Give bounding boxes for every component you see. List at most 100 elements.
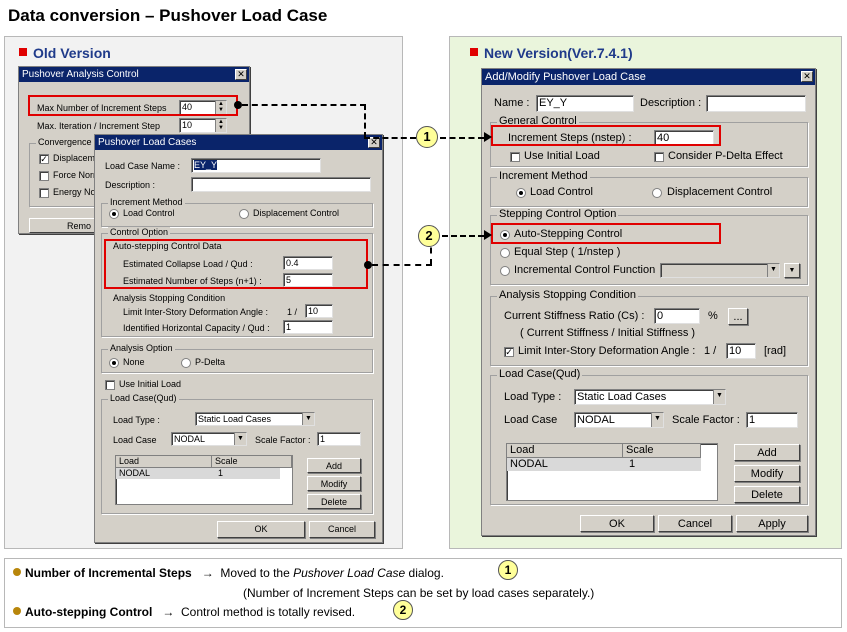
delete-button[interactable]: Delete bbox=[307, 494, 361, 509]
load-case-select[interactable]: NODAL▼ bbox=[574, 412, 664, 428]
incremental-function-radio[interactable] bbox=[500, 266, 510, 276]
chevron-down-icon[interactable]: ▼ bbox=[302, 413, 314, 425]
col-load-header[interactable]: Load bbox=[507, 444, 623, 458]
description-input[interactable] bbox=[191, 177, 371, 192]
limit-angle-input[interactable]: 10 bbox=[726, 343, 756, 359]
none-radio[interactable] bbox=[109, 358, 119, 368]
incremental-function-select[interactable]: ▼ bbox=[660, 263, 780, 278]
none-label: None bbox=[123, 357, 145, 367]
row-load: NODAL bbox=[510, 458, 548, 470]
collapse-load-label: Estimated Collapse Load / Qud : bbox=[123, 259, 253, 269]
stepping-control-label: Stepping Control Option bbox=[497, 208, 619, 220]
chevron-down-icon[interactable]: ▼ bbox=[767, 264, 779, 277]
name-input[interactable]: EY_Y bbox=[536, 95, 634, 112]
collapse-load-input[interactable]: 0.4 bbox=[283, 256, 333, 270]
horizontal-capacity-input[interactable]: 1 bbox=[283, 320, 333, 334]
auto-step-data-label: Auto-stepping Control Data bbox=[113, 241, 222, 251]
conv-item-1: Force Norr bbox=[53, 170, 97, 180]
bullet-icon bbox=[13, 568, 21, 576]
scale-factor-label: Scale Factor : bbox=[255, 435, 311, 445]
equal-step-radio[interactable] bbox=[500, 248, 510, 258]
load-type-label: Load Type : bbox=[504, 391, 562, 403]
max-iter-input[interactable]: 10▲▼ bbox=[179, 118, 227, 133]
chevron-down-icon[interactable]: ▼ bbox=[651, 413, 663, 427]
load-scale-table[interactable]: Load Scale NODAL 1 bbox=[115, 455, 293, 505]
max-iter-label: Max. Iteration / Increment Step bbox=[37, 121, 161, 131]
description-input[interactable] bbox=[706, 95, 806, 112]
table-row[interactable]: NODAL 1 bbox=[507, 458, 701, 471]
load-type-select[interactable]: Static Load Cases▼ bbox=[195, 412, 315, 426]
spinner-icon[interactable]: ▲▼ bbox=[215, 119, 226, 132]
dropdown-button[interactable]: ▼ bbox=[784, 263, 800, 278]
modify-button[interactable]: Modify bbox=[307, 476, 361, 491]
load-control-radio[interactable] bbox=[109, 209, 119, 219]
load-case-name-label: Load Case Name : bbox=[105, 161, 181, 171]
limit-angle-checkbox[interactable]: ✓ bbox=[504, 347, 514, 357]
cancel-button[interactable]: Cancel bbox=[658, 515, 732, 532]
add-button[interactable]: Add bbox=[734, 444, 800, 461]
displacement-control-radio[interactable] bbox=[239, 209, 249, 219]
stiffness-ratio-input[interactable]: 0 bbox=[654, 308, 700, 324]
energy-norm-checkbox[interactable] bbox=[39, 188, 49, 198]
pdelta-radio[interactable] bbox=[181, 358, 191, 368]
pdelta-checkbox[interactable] bbox=[654, 152, 664, 162]
table-row[interactable]: NODAL 1 bbox=[116, 468, 280, 479]
apply-button[interactable]: Apply bbox=[736, 515, 808, 532]
scale-factor-input[interactable]: 1 bbox=[317, 432, 361, 446]
displacement-control-radio[interactable] bbox=[652, 188, 662, 198]
load-case-name-input[interactable]: EY_Y bbox=[191, 158, 321, 173]
close-icon[interactable]: ✕ bbox=[235, 69, 247, 80]
general-control-group: General Control bbox=[490, 115, 808, 167]
increment-method-label: Increment Method bbox=[497, 170, 590, 182]
col-scale-header[interactable]: Scale bbox=[623, 444, 701, 458]
note-1-emphasis: Pushover Load Case bbox=[293, 566, 406, 580]
note-line-1: Number of Incremental Steps → Moved to t… bbox=[13, 566, 444, 580]
load-scale-table[interactable]: Load Scale NODAL 1 bbox=[506, 443, 718, 501]
pushover-load-cases-dialog: Pushover Load Cases ✕ Load Case Name : E… bbox=[94, 134, 383, 543]
col-load-header[interactable]: Load bbox=[116, 456, 212, 468]
increment-method-group: Increment Method bbox=[490, 170, 808, 207]
col-scale-header[interactable]: Scale bbox=[212, 456, 292, 468]
limit-angle-prefix: 1 / bbox=[704, 345, 717, 357]
note-3-bold: Auto-stepping Control bbox=[25, 605, 153, 619]
stepping-control-group: Stepping Control Option bbox=[490, 208, 808, 285]
chevron-down-icon[interactable]: ▼ bbox=[713, 390, 725, 404]
callout-2-icon: 2 bbox=[393, 600, 413, 620]
limit-angle-input[interactable]: 10 bbox=[305, 304, 333, 318]
stiffness-unit: % bbox=[708, 310, 718, 322]
conv-item-2: Energy No bbox=[53, 187, 96, 197]
num-steps-input[interactable]: 5 bbox=[283, 273, 333, 287]
use-initial-load-checkbox[interactable] bbox=[105, 380, 115, 390]
use-initial-load-checkbox[interactable] bbox=[510, 152, 520, 162]
load-case-qud-group: Load Case(Qud) bbox=[490, 368, 808, 505]
arrow-right-icon bbox=[484, 230, 492, 240]
displacement-control-label: Displacement Control bbox=[253, 208, 340, 218]
load-case-select[interactable]: NODAL▼ bbox=[171, 432, 247, 446]
delete-button[interactable]: Delete bbox=[734, 486, 800, 503]
ok-button[interactable]: OK bbox=[580, 515, 654, 532]
note-line-3: Auto-stepping Control → Control method i… bbox=[13, 605, 355, 619]
load-control-radio[interactable] bbox=[516, 188, 526, 198]
load-type-select[interactable]: Static Load Cases▼ bbox=[574, 389, 726, 405]
auto-stepping-radio[interactable] bbox=[500, 230, 510, 240]
add-button[interactable]: Add bbox=[307, 458, 361, 473]
red-square-icon bbox=[470, 48, 478, 56]
force-norm-checkbox[interactable] bbox=[39, 171, 49, 181]
dialog-titlebar: Pushover Analysis Control bbox=[19, 67, 249, 82]
stiffness-browse-button[interactable]: ... bbox=[728, 308, 748, 325]
modify-button[interactable]: Modify bbox=[734, 465, 800, 482]
connector-dot-1 bbox=[234, 101, 242, 109]
close-icon[interactable]: ✕ bbox=[801, 71, 813, 82]
cancel-button[interactable]: Cancel bbox=[309, 521, 375, 538]
spinner-icon[interactable]: ▲▼ bbox=[215, 101, 226, 114]
scale-factor-input[interactable]: 1 bbox=[746, 412, 798, 428]
limit-angle-label: Limit Inter-Story Deformation Angle : bbox=[123, 307, 269, 317]
displacement-checkbox[interactable]: ✓ bbox=[39, 154, 49, 164]
highlight-auto-stepping-new bbox=[491, 223, 721, 244]
note-3-text: Control method is totally revised. bbox=[181, 605, 356, 619]
ok-button[interactable]: OK bbox=[217, 521, 305, 538]
old-version-label: Old Version bbox=[19, 45, 111, 61]
convergence-label: Convergence bbox=[36, 137, 94, 147]
connector-line-1b bbox=[364, 104, 366, 138]
chevron-down-icon[interactable]: ▼ bbox=[234, 433, 246, 445]
